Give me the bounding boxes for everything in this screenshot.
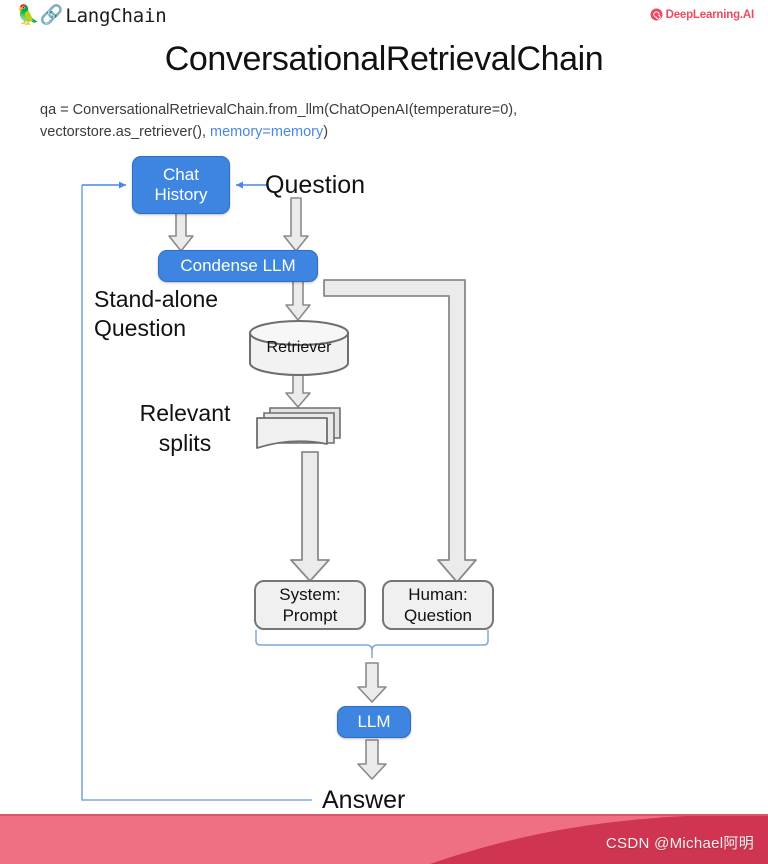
arrow-question-to-condense	[283, 197, 309, 252]
arrow-llm-to-answer	[357, 739, 387, 780]
node-relevant-splits-docs	[252, 404, 344, 456]
node-system-prompt[interactable]: System: Prompt	[254, 580, 366, 630]
arrow-chat-history-to-condense	[168, 211, 194, 252]
human-question-line1: Human:	[408, 585, 468, 604]
system-prompt-line1: System:	[279, 585, 341, 604]
spiral-icon	[650, 8, 663, 21]
deeplearning-label: DeepLearning.AI	[665, 8, 755, 21]
label-answer: Answer	[322, 785, 406, 814]
human-question-line2: Question	[403, 606, 473, 625]
label-standalone-question: Stand-alone Question	[94, 285, 274, 341]
diagram-blue-wires	[81, 181, 489, 801]
system-prompt-line2: Prompt	[282, 606, 338, 625]
arrow-prompts-to-llm	[357, 662, 387, 703]
arrow-condense-to-human-question	[320, 276, 510, 586]
band-shape	[0, 814, 768, 864]
langchain-logo: 🦜🔗 LangChain	[16, 4, 167, 28]
document-stack-icon	[256, 407, 341, 449]
watermark-band: CSDN @Michael阿明	[0, 814, 768, 864]
label-question: Question	[265, 170, 366, 199]
parrot-chain-icon: 🦜🔗	[16, 5, 64, 26]
code-line-1: qa = ConversationalRetrievalChain.from_l…	[40, 99, 720, 121]
node-llm[interactable]: LLM	[337, 706, 411, 738]
node-retriever[interactable]: Retriever	[248, 320, 350, 376]
label-relevant-splits: Relevant splits	[110, 398, 260, 458]
csdn-watermark: CSDN @Michael阿明	[605, 835, 754, 852]
code-line-2-suffix: )	[323, 124, 329, 140]
code-snippet: qa = ConversationalRetrievalChain.from_l…	[40, 99, 720, 143]
node-chat-history[interactable]: Chat History	[132, 156, 230, 214]
retriever-label: Retriever	[266, 339, 332, 356]
standalone-line1: Stand-alone	[94, 286, 219, 312]
page-title: ConversationalRetrievalChain	[164, 40, 604, 78]
code-memory-kwarg: memory=memory	[210, 124, 324, 140]
code-line-1-text: qa = ConversationalRetrievalChain.from_l…	[40, 102, 518, 118]
arrow-retriever-to-splits	[285, 371, 311, 408]
chat-history-label-line1: Chat	[163, 165, 199, 184]
arrow-splits-to-system-prompt	[289, 451, 331, 582]
langchain-label: LangChain	[65, 5, 167, 27]
deeplearning-logo: DeepLearning.AI	[650, 8, 754, 21]
code-line-2: vectorstore.as_retriever(), memory=memor…	[40, 121, 720, 143]
node-human-question[interactable]: Human: Question	[382, 580, 494, 630]
cylinder-icon	[249, 320, 349, 376]
relevant-line2: splits	[158, 430, 212, 456]
relevant-line1: Relevant	[139, 400, 231, 426]
chat-history-label-line2: History	[154, 185, 208, 204]
arrow-condense-to-retriever	[285, 280, 311, 321]
code-line-2-prefix: vectorstore.as_retriever(),	[40, 124, 211, 140]
node-condense-llm[interactable]: Condense LLM	[158, 250, 318, 282]
standalone-line2: Question	[94, 315, 187, 341]
